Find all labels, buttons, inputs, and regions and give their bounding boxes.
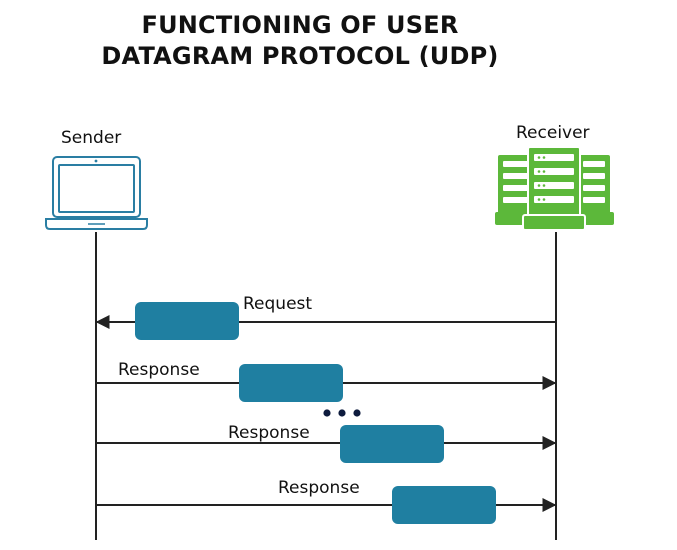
response-label-3: Response xyxy=(278,478,360,498)
ellipsis-dots xyxy=(323,409,361,417)
sender-label: Sender xyxy=(61,128,122,148)
response-packet-2 xyxy=(340,425,444,463)
diagram-title: FUNCTIONING OF USER DATAGRAM PROTOCOL (U… xyxy=(0,10,600,72)
title-line-1: FUNCTIONING OF USER xyxy=(141,11,459,39)
title-line-2: DATAGRAM PROTOCOL (UDP) xyxy=(101,42,499,70)
receiver-label: Receiver xyxy=(516,123,590,143)
response-label-2: Response xyxy=(228,423,310,443)
response-packet-1 xyxy=(239,364,343,402)
laptop-icon xyxy=(45,156,148,230)
request-label: Request xyxy=(243,294,313,314)
server-rack-icon xyxy=(495,146,614,231)
request-packet xyxy=(135,302,239,340)
response-packet-3 xyxy=(392,486,496,524)
response-label-1: Response xyxy=(118,360,200,380)
